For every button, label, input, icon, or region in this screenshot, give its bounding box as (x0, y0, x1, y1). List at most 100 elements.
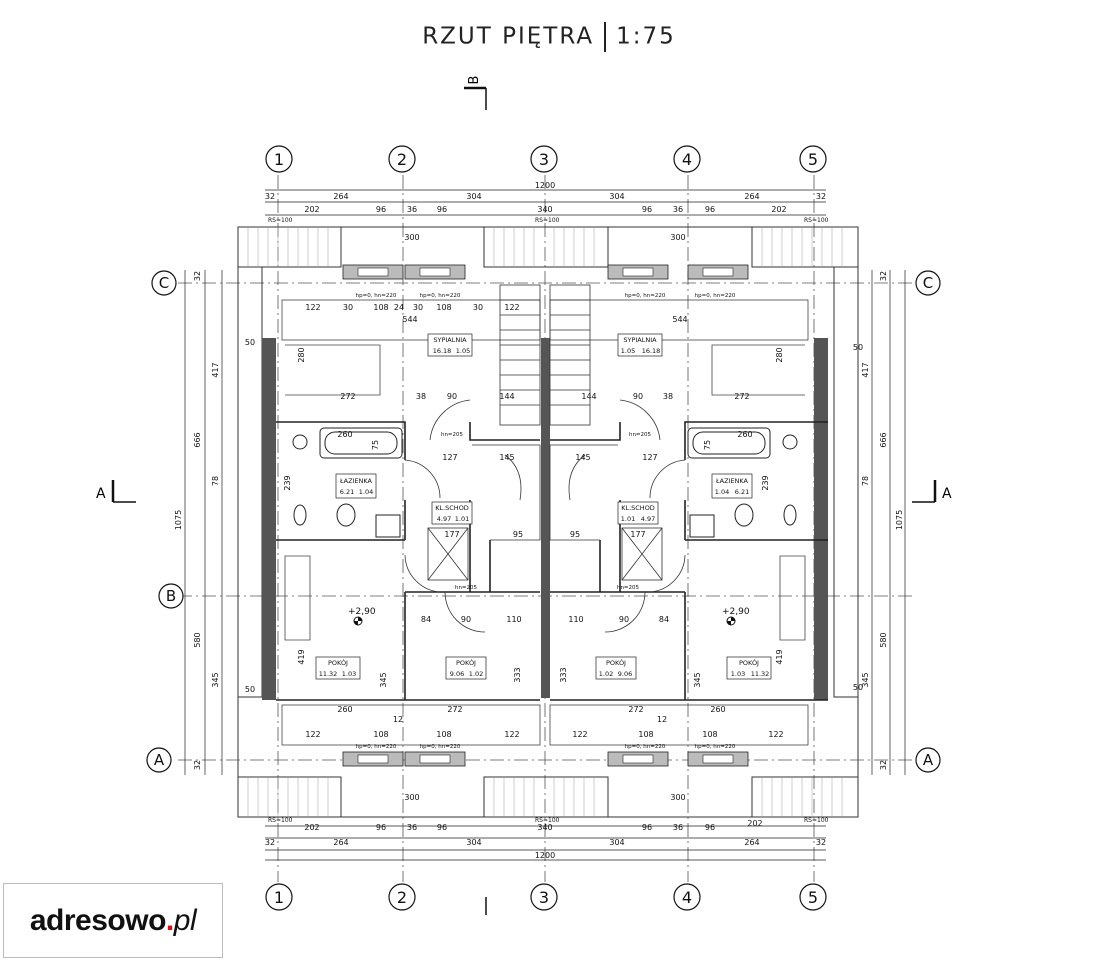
dim-i-84b: 84 (659, 615, 669, 624)
room-area-stair-left: 4.97 (437, 515, 451, 523)
room-name-bedroom-left: SYPIALNIA (433, 336, 467, 344)
title-separator (604, 22, 607, 52)
dim-bottom2-4: 96 (437, 823, 447, 832)
dim-right-32a: 32 (879, 271, 888, 281)
grid-label-3-top: 3 (539, 150, 549, 169)
section-marker-right: A (912, 480, 952, 503)
dim-i-75b: 75 (703, 440, 712, 450)
grid-label-A-right: A (923, 751, 934, 769)
window-note-4: hp=0, hn=220 (695, 293, 736, 299)
dim-i-544a: 544 (402, 315, 417, 324)
dim-overall-top: 1200 (535, 181, 555, 190)
section-marker-right-label: A (942, 486, 952, 502)
dim-i-122b: 122 (504, 303, 519, 312)
dim-left-417: 417 (211, 362, 220, 377)
roof-outline (237, 226, 859, 818)
window-note-6: hp=0, hn=220 (420, 744, 461, 750)
section-marker-top-label: B (467, 76, 482, 85)
dim-i-50d: 50 (853, 683, 863, 692)
dim-i-333a: 333 (513, 667, 522, 682)
dim-i-260a: 260 (337, 430, 352, 439)
dim-i-144a: 144 (499, 392, 514, 401)
window-note-7: hp=0, hn=220 (625, 744, 666, 750)
dim-bottom-5: 264 (744, 838, 759, 847)
dim-top2-8: 96 (705, 205, 715, 214)
grid-label-C-right: C (923, 274, 933, 292)
dim-i-12b: 12 (657, 715, 667, 724)
grid-bubbles-bottom (265, 883, 827, 911)
dim-bottom-4: 304 (609, 838, 624, 847)
dim-i-239a: 239 (283, 475, 292, 490)
dim-bottom2-1: 202 (304, 823, 319, 832)
room-code-bedroom-left: 1.05 (456, 347, 470, 355)
dim-i-272c: 272 (447, 705, 462, 714)
dim-top-1: 32 (265, 192, 275, 201)
dim-bottom2-8: 96 (705, 823, 715, 832)
room-name-bathroom-left: ŁAZIENKA (339, 477, 373, 485)
level-label-left: +2,90 (348, 607, 376, 617)
dim-top2-9: 202 (771, 205, 786, 214)
dim-i-419a: 419 (297, 649, 306, 664)
dim-top2-4: 96 (437, 205, 447, 214)
grid-label-B-left: B (166, 587, 176, 605)
dim-i-108f: 108 (702, 730, 717, 739)
dim-left-666: 666 (193, 432, 202, 447)
dim-right-417: 417 (861, 362, 870, 377)
dim-i-90b: 90 (633, 392, 643, 401)
dim-i-280a: 280 (297, 347, 306, 362)
dim-bottom-1: 32 (265, 838, 275, 847)
dim-i-110a: 110 (506, 615, 521, 624)
dim-i-260d: 260 (710, 705, 725, 714)
dim-top2-5: 340 (537, 205, 552, 214)
dim-i-108a: 108 (373, 303, 388, 312)
dim-right-345: 345 (861, 672, 870, 687)
dim-i-108b: 108 (436, 303, 451, 312)
rs-label-5: RS=100 (535, 817, 560, 824)
dim-i-122e: 122 (572, 730, 587, 739)
room-name-bedroom-right: SYPIALNIA (623, 336, 657, 344)
drawing-scale: 1:75 (616, 23, 676, 50)
dim-bottom2-3: 36 (407, 823, 417, 832)
drawing-title-main: RZUT PIĘTRA (422, 23, 595, 50)
grid-label-4-top: 4 (682, 150, 692, 169)
dim-i-108d: 108 (436, 730, 451, 739)
dim-bottom2-9: 202 (747, 819, 762, 828)
rs-label-6: RS=100 (804, 817, 829, 824)
dim-top-6: 32 (816, 192, 826, 201)
room-area-stair-right: 4.97 (641, 515, 655, 523)
grid-label-2-top: 2 (397, 150, 407, 169)
room-code-bathroom-left: 1.04 (359, 488, 373, 496)
gable-width-top-right: 300 (670, 233, 685, 242)
bathtub-left (319, 427, 403, 459)
dim-i-50a: 50 (245, 338, 255, 347)
dim-right-666: 666 (879, 432, 888, 447)
dim-bottom2-5: 340 (537, 823, 552, 832)
dim-top2-6: 96 (642, 205, 652, 214)
rs-label-3: RS=100 (804, 217, 829, 224)
dim-bottom2-7: 36 (673, 823, 683, 832)
dim-i-272b: 272 (734, 392, 749, 401)
dim-i-50b: 50 (245, 685, 255, 694)
rs-label-1: RS=100 (268, 217, 293, 224)
dim-left-32a: 32 (193, 271, 202, 281)
dim-i-90c: 90 (461, 615, 471, 624)
dim-top-3: 304 (466, 192, 481, 201)
dim-bottom2-2: 96 (376, 823, 386, 832)
dim-left-1075: 1075 (174, 510, 183, 530)
adresowo-logo: adresowo.pl (3, 883, 223, 958)
dim-i-272a: 272 (340, 392, 355, 401)
dim-i-145b: 145 (575, 453, 590, 462)
level-label-right: +2,90 (722, 607, 750, 617)
dim-i-50c: 50 (853, 343, 863, 352)
room-code-bedroom-right: 1.05 (621, 347, 635, 355)
dim-i-333b: 333 (559, 667, 568, 682)
room-area-bedroom-right: 16.18 (642, 347, 661, 355)
dim-right-580: 580 (879, 632, 888, 647)
dim-i-38b: 38 (663, 392, 673, 401)
room-name-room-1-left: POKÓJ (328, 658, 348, 667)
room-name-stair-right: KL.SCHOD (621, 504, 655, 512)
dim-top-4: 304 (609, 192, 624, 201)
dim-i-260b: 260 (737, 430, 752, 439)
dim-i-30b: 30 (413, 303, 423, 312)
room-area-room-1-right: 11.32 (751, 670, 770, 678)
